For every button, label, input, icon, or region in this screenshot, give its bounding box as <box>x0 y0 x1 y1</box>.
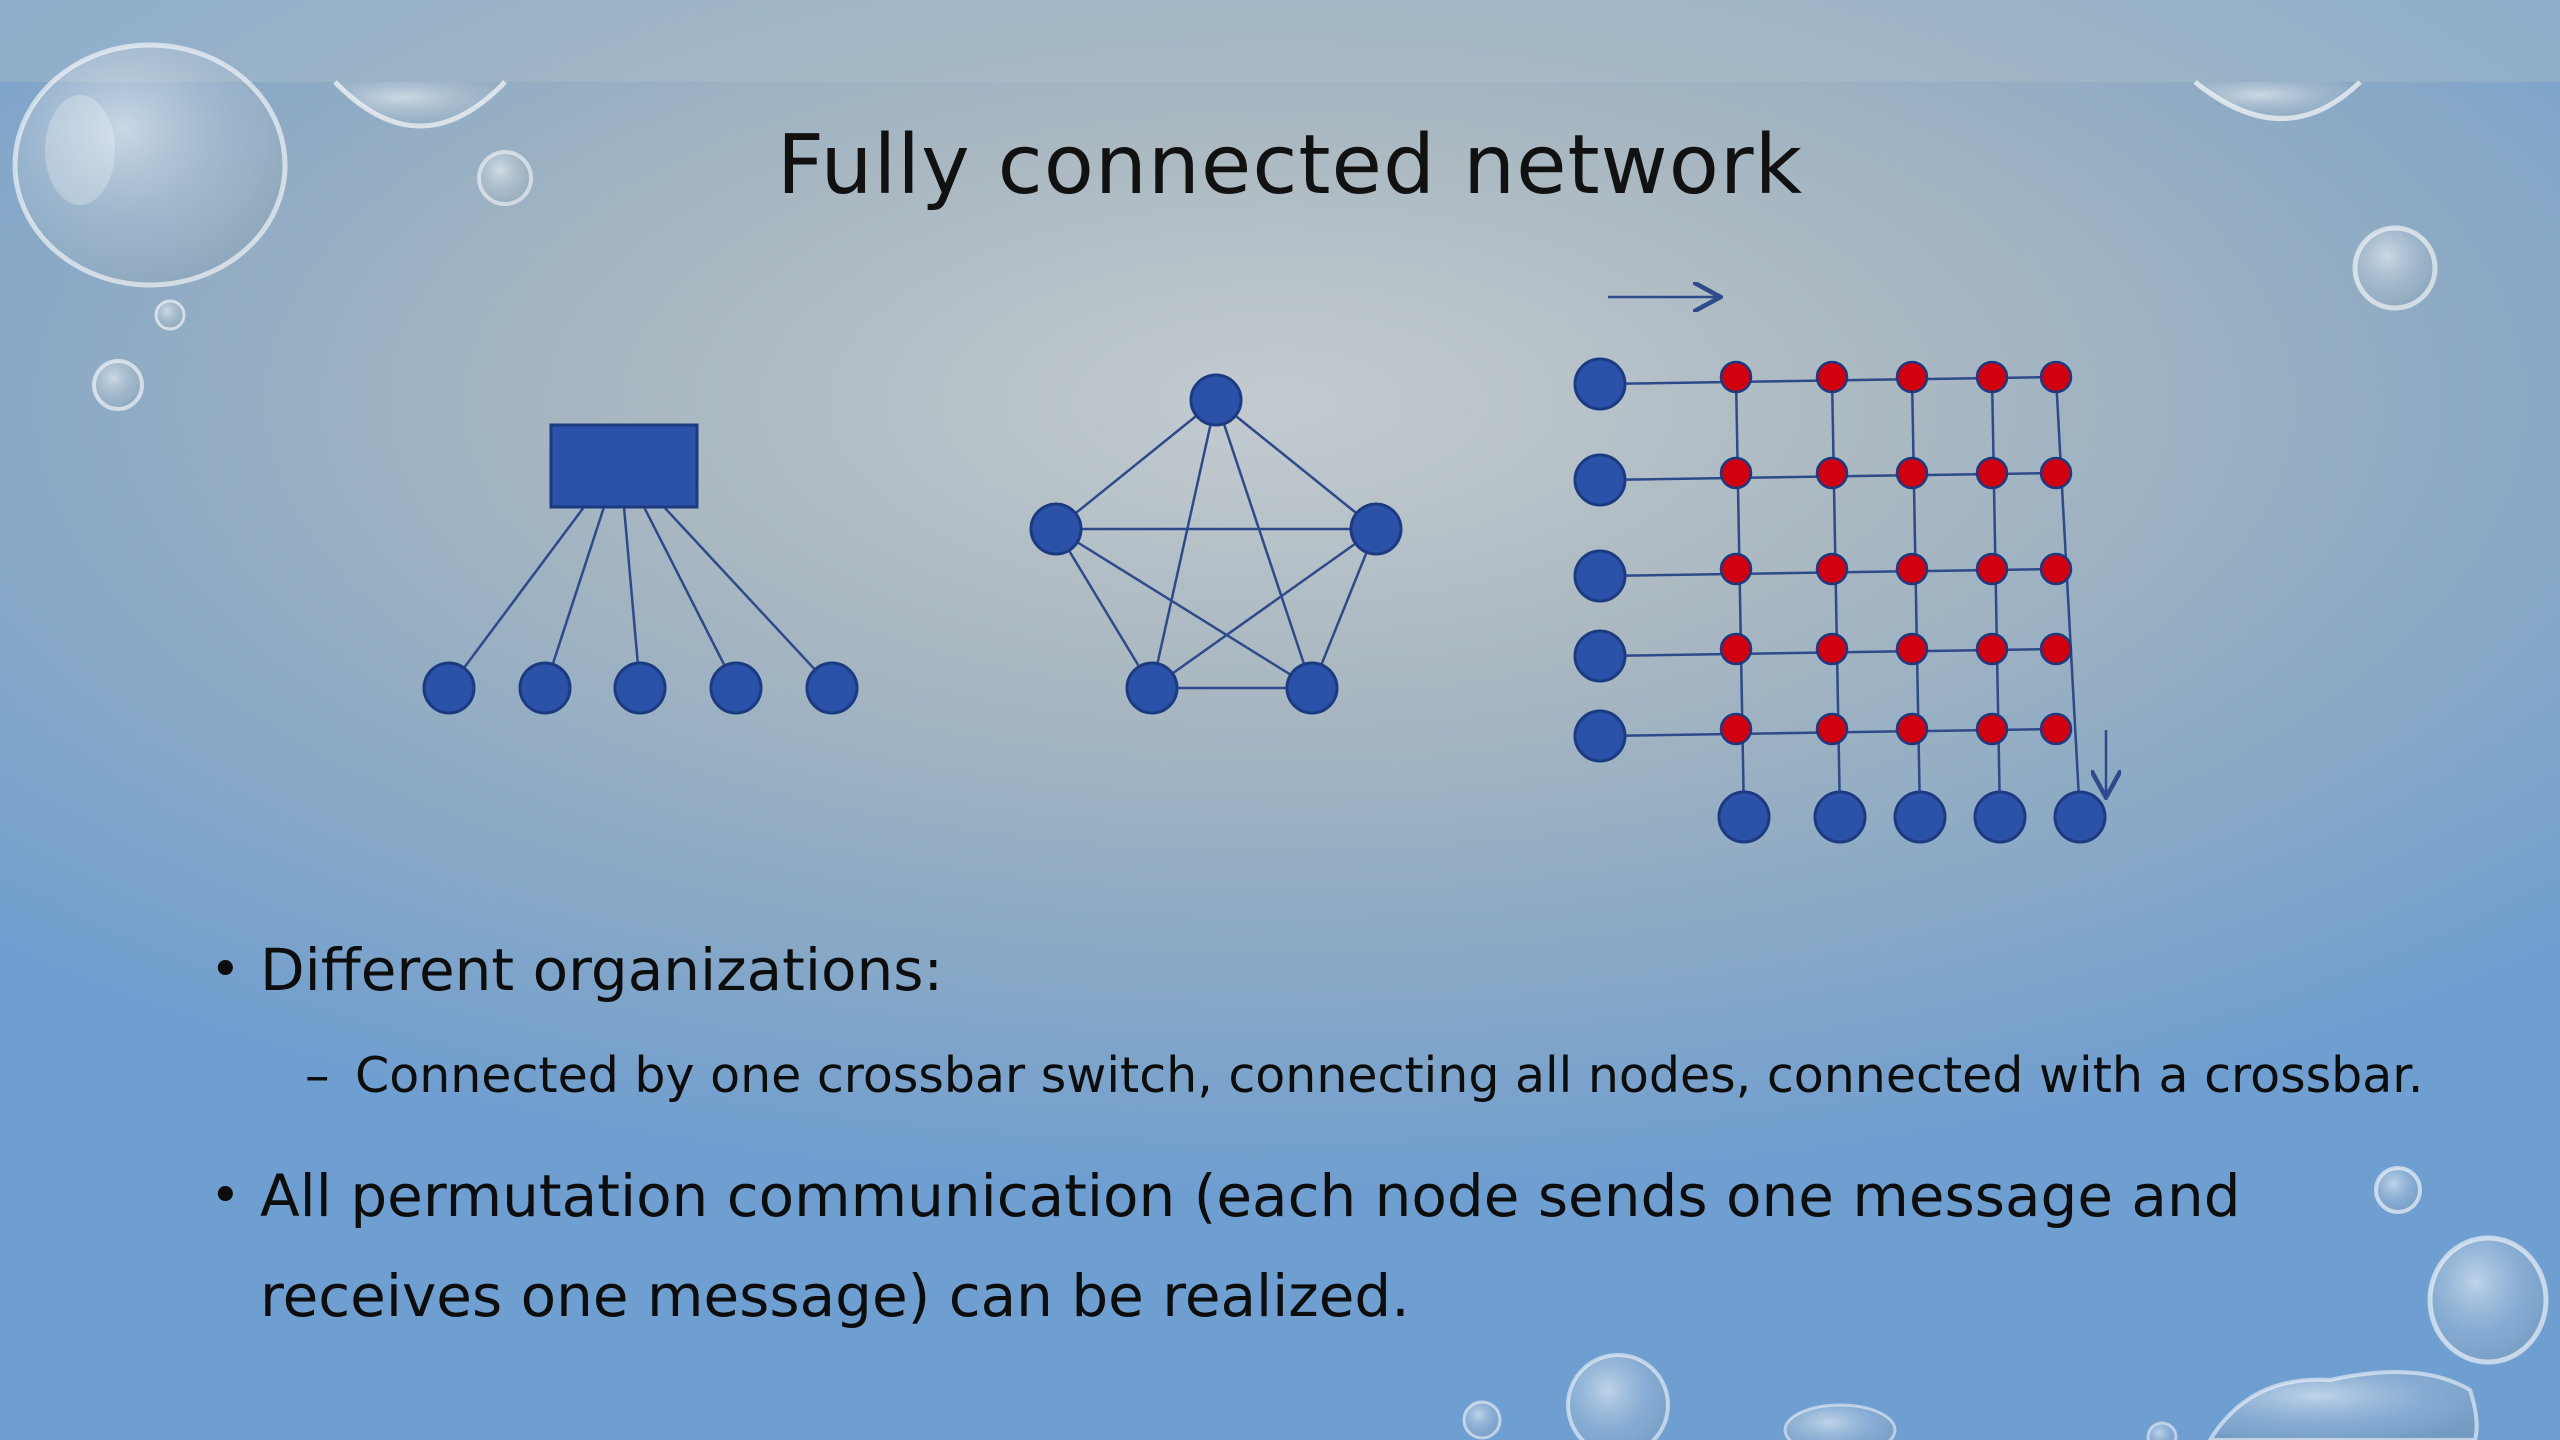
bullet-text: All permutation communication (each node… <box>260 1162 2241 1330</box>
star-edge <box>543 506 606 689</box>
crossbar-output-node <box>1973 790 2027 844</box>
sub-bullet-marker: – <box>305 1047 330 1104</box>
crosspoint <box>1975 632 2009 666</box>
crossbar-output-node <box>1717 790 1771 844</box>
crosspoint <box>2039 456 2073 490</box>
graph-node <box>1125 661 1179 715</box>
graph-node <box>1029 502 1083 556</box>
star-node <box>422 661 476 715</box>
graph-node <box>1285 661 1339 715</box>
drop-right-1 <box>2352 225 2438 311</box>
crossbar-input-node <box>1573 549 1627 603</box>
crosspoint <box>1815 360 1849 394</box>
graph-edge <box>1151 527 1377 690</box>
crosspoint <box>1895 632 1929 666</box>
crossbar-output-node <box>1893 790 1947 844</box>
star-node <box>805 661 859 715</box>
graph-node <box>1189 373 1243 427</box>
drop-top-left-large <box>12 42 288 288</box>
crosspoint <box>1719 552 1753 586</box>
graph-node <box>1349 502 1403 556</box>
bullet-marker: • <box>210 1166 241 1226</box>
graph-edge <box>1150 399 1218 689</box>
crossbar-input-node <box>1573 453 1627 507</box>
drop-bottom-2 <box>1462 1400 1502 1440</box>
crosspoint <box>1975 456 2009 490</box>
graph-edge <box>1054 528 1154 689</box>
pentagon-complete-graph <box>1029 373 1403 715</box>
star-edge <box>622 506 642 689</box>
crossbar-input-node <box>1573 709 1627 763</box>
star-node <box>613 661 667 715</box>
crossbar-column-line <box>1910 376 1922 818</box>
crosspoint <box>2039 712 2073 746</box>
drop-bottom-4 <box>2146 1421 2178 1440</box>
bullet-item: • All permutation communication (each no… <box>210 1146 2470 1346</box>
star-edge <box>642 506 738 689</box>
crossbar-input-node <box>1573 357 1627 411</box>
sub-bullet-item: – Connected by one crossbar switch, conn… <box>210 1026 2470 1126</box>
crosspoint <box>1719 360 1753 394</box>
star-node <box>518 661 572 715</box>
crosspoint <box>1975 360 2009 394</box>
crossbar-column-line <box>1990 376 2002 818</box>
drop-top-left-arc <box>333 80 507 129</box>
drop-small-1 <box>477 150 533 206</box>
bullet-list: • Different organizations: – Connected b… <box>210 920 2470 1346</box>
graph-edge <box>1055 399 1217 530</box>
crosspoint <box>1815 552 1849 586</box>
bullet-marker: • <box>210 940 241 1000</box>
graph-edge <box>1215 399 1377 530</box>
drop-bottom-1 <box>1566 1353 1670 1440</box>
crosspoint <box>1895 712 1929 746</box>
crosspoint <box>1719 712 1753 746</box>
crosspoint <box>2039 632 2073 666</box>
drop-small-2 <box>154 299 186 331</box>
drop-right-3 <box>2427 1235 2549 1365</box>
drop-right-2 <box>2374 1166 2422 1214</box>
switch-star-network <box>422 423 859 715</box>
star-edge <box>447 506 586 689</box>
crossbar-output-node <box>1813 790 1867 844</box>
drop-small-3 <box>92 359 144 411</box>
bullet-text: Different organizations: <box>260 936 944 1004</box>
star-node <box>709 661 763 715</box>
crosspoints <box>1719 360 2073 746</box>
crosspoint <box>1719 456 1753 490</box>
drop-top-right-arc <box>2193 80 2362 121</box>
crossbar-output-node <box>2053 790 2107 844</box>
drop-bottom-3 <box>1783 1403 1897 1440</box>
crosspoint <box>1975 552 2009 586</box>
graph-edge <box>1055 527 1313 690</box>
crosspoint <box>1895 552 1929 586</box>
graph-edge <box>1214 399 1314 689</box>
crosspoint <box>1815 632 1849 666</box>
graph-edge <box>1310 528 1378 689</box>
crossbar-column-line <box>2054 376 2082 818</box>
crossbar-switch-box <box>549 423 699 509</box>
crosspoint <box>2039 552 2073 586</box>
slide-title: Fully connected network <box>776 118 1804 213</box>
crosspoint <box>1719 632 1753 666</box>
star-edge <box>663 506 833 689</box>
sub-bullet-text: Connected by one crossbar switch, connec… <box>355 1047 2424 1104</box>
crosspoint <box>1815 456 1849 490</box>
bullet-item: • Different organizations: <box>210 920 2470 1020</box>
crosspoint <box>1895 360 1929 394</box>
crossbar-grid <box>1573 297 2107 844</box>
crossbar-input-node <box>1573 629 1627 683</box>
crosspoint <box>1975 712 2009 746</box>
crosspoint <box>2039 360 2073 394</box>
crosspoint <box>1815 712 1849 746</box>
crossbar-column-line <box>1830 376 1842 818</box>
drop-bottom-right-blob <box>2207 1370 2479 1440</box>
crossbar-column-line <box>1734 376 1746 818</box>
crosspoint <box>1895 456 1929 490</box>
